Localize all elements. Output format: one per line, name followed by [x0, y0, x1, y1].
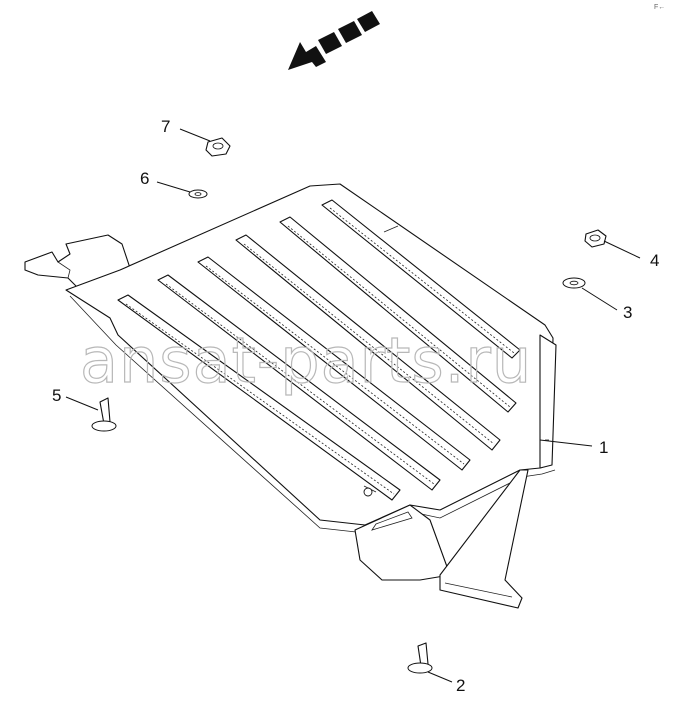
step-plate-assembly	[24, 183, 557, 609]
callout-4: 4	[650, 251, 659, 270]
rivet-icon	[407, 642, 433, 674]
front-direction-arrow-icon	[288, 11, 380, 70]
grip-rib	[321, 199, 521, 359]
washer-icon	[188, 189, 208, 199]
callout-6: 6	[140, 169, 149, 188]
corner-mark: F←	[654, 4, 665, 11]
grip-rib	[279, 216, 517, 413]
grip-ribs	[117, 199, 521, 501]
callout-7: 7	[161, 117, 170, 136]
callout-5: 5	[52, 386, 61, 405]
grip-rib	[157, 274, 441, 491]
grip-rib	[235, 234, 501, 451]
callout-3: 3	[623, 303, 632, 322]
bolt-icon	[91, 397, 117, 432]
grip-rib	[117, 294, 401, 501]
leader-lines	[65, 128, 641, 683]
watermark: ansat-parts.ru	[80, 324, 532, 397]
hex-nut-icon	[205, 137, 231, 157]
washer-icon	[562, 277, 586, 289]
hex-nut-icon	[584, 229, 607, 248]
grip-rib	[197, 256, 471, 471]
callout-2: 2	[456, 676, 465, 695]
callout-labels: 7 6 4 3 5 1 2	[52, 117, 659, 695]
callout-1: 1	[599, 438, 608, 457]
